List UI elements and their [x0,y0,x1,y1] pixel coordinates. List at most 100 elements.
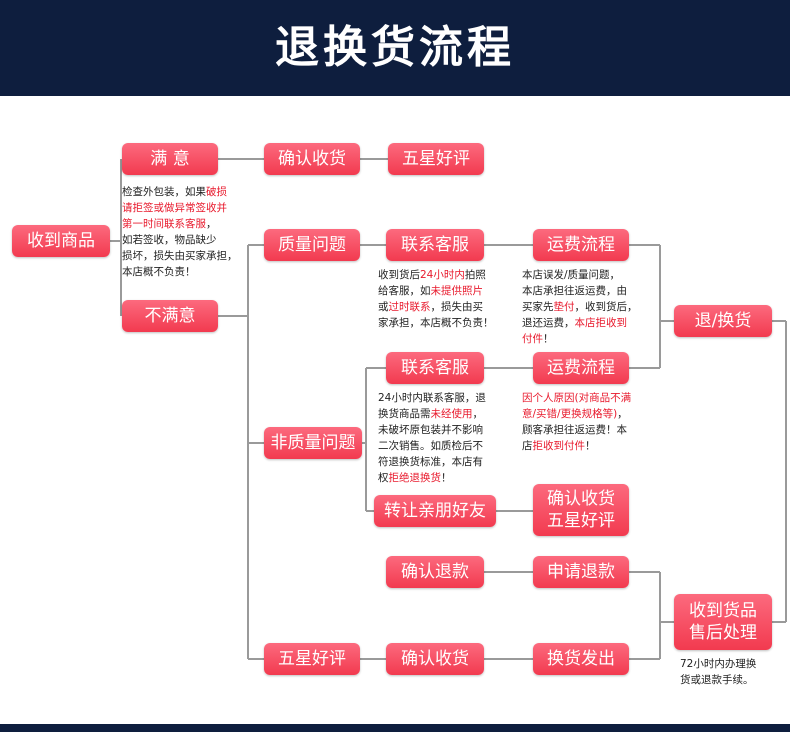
note-line: 24小时内联系客服，退 [378,390,486,406]
note-text: 顾客承担往返运费！本 [522,424,627,436]
node-exchange-ship: 换货发出 [533,643,629,675]
note-text: 退还运费， [522,317,575,329]
note-line: 权拒绝退换货！ [378,470,486,486]
note-text: 72小时内办理换 [680,658,757,670]
note-line: 换货商品需未经使用， [378,406,486,422]
note-line: 本店概不负责！ [122,264,238,280]
note-text: 本店概不负责！ [122,266,196,278]
note-quality-shipping: 本店误发/质量问题，本店承担往返运费，由买家先垫付，收到货后，退还运费，本店拒收… [522,267,638,347]
note-line: 付件！ [522,331,638,347]
note-highlight: 拒收到付件 [532,440,586,452]
note-text: 店 [522,440,533,452]
note-line: 如若签收，物品缺少 [122,232,238,248]
node-confirm-refund: 确认退款 [386,556,484,588]
note-text: 货或退款手续。 [680,674,754,686]
note-text: 买家先 [522,301,554,313]
note-line: 二次销售。如质检后不 [378,438,486,454]
note-line: 因个人原因(对商品不满 [522,390,631,406]
note-text: 家承担，本店概不负责！ [378,317,494,329]
note-text: ， [206,218,217,230]
note-line: 店拒收到付件！ [522,438,631,454]
node-non-quality-issue: 非质量问题 [264,427,362,459]
note-line: 第一时间联系客服， [122,216,238,232]
note-text: 换货商品需 [378,408,431,420]
node-contact-service-2: 联系客服 [386,352,484,384]
note-highlight: 第一时间联系客服 [122,218,206,230]
note-highlight: 未经使用 [430,408,473,420]
note-text: 权 [378,472,389,484]
note-line: 72小时内办理换 [680,656,756,672]
note-inspect: 检查外包装，如果破损请拒签或做异常签收并第一时间联系客服，如若签收，物品缺少损坏… [122,184,238,280]
node-received: 收到商品 [12,225,110,257]
note-highlight: 付件 [522,333,543,345]
note-line: 损坏，损失由买家承担， [122,248,238,264]
note-line: 退还运费，本店拒收到 [522,315,638,331]
note-quality-contact: 收到货后24小时内拍照给客服，如未提供照片或过时联系，损失由买家承担，本店概不负… [378,267,494,331]
note-highlight: 请拒签或做异常签收并 [122,202,227,214]
node-five-star-top: 五星好评 [388,143,484,175]
note-text: ！ [543,333,554,345]
node-satisfied: 满 意 [122,143,218,175]
note-highlight: 本店拒收到 [574,317,628,329]
node-not-satisfied: 不满意 [122,300,218,332]
note-text: ！ [585,440,596,452]
page-title: 退换货流程 [275,22,515,73]
note-line: 买家先垫付，收到货后， [522,299,638,315]
note-line: 意/买错/更换规格等)， [522,406,631,422]
note-line: 未破坏原包装并不影响 [378,422,486,438]
note-line: 本店误发/质量问题， [522,267,638,283]
note-text: ，收到货后， [574,301,638,313]
node-shipping-flow-1: 运费流程 [533,229,629,261]
note-line: 或过时联系，损失由买 [378,299,494,315]
node-return-exchange: 退/换货 [674,305,772,337]
note-text: 收到货后 [378,269,420,281]
note-text: 损坏，损失由买家承担， [122,250,238,262]
note-text: 本店承担往返运费，由 [522,285,627,297]
note-highlight: 破损 [206,186,227,198]
note-text: 24小时内联系客服，退 [378,392,486,404]
node-confirm-receipt-top: 确认收货 [264,143,360,175]
node-confirm-receipt-bottom: 确认收货 [386,643,484,675]
note-text: 拍照 [464,269,486,281]
note-text: 未破坏原包装并不影响 [378,424,483,436]
node-apply-refund: 申请退款 [533,556,629,588]
node-contact-service-1: 联系客服 [386,229,484,261]
note-text: 如若签收，物品缺少 [122,234,217,246]
node-transfer-friends: 转让亲朋好友 [374,495,496,527]
note-after-sale: 72小时内办理换货或退款手续。 [680,656,756,688]
note-text: ！ [441,472,452,484]
note-text: ， [472,408,484,420]
node-shipping-flow-2: 运费流程 [533,352,629,384]
note-highlight: 意/买错/更换规格等) [522,408,618,420]
note-text: 给客服，如 [378,285,431,297]
note-highlight: 因个人原因(对商品不满 [522,392,632,404]
note-text: 或 [378,301,389,313]
header-banner: 退换货流程 [0,0,790,96]
note-line: 家承担，本店概不负责！ [378,315,494,331]
note-line: 请拒签或做异常签收并 [122,200,238,216]
note-highlight: 过时联系 [388,301,431,313]
note-line: 货或退款手续。 [680,672,756,688]
note-line: 收到货后24小时内拍照 [378,267,494,283]
note-highlight: 未提供照片 [430,285,484,297]
note-text: 本店误发/质量问题， [522,269,621,281]
note-highlight: 拒绝退换货 [388,472,442,484]
note-line: 给客服，如未提供照片 [378,283,494,299]
note-highlight: 24小时内 [420,269,465,281]
note-line: 顾客承担往返运费！本 [522,422,631,438]
note-text: 检查外包装，如果 [122,186,206,198]
note-line: 检查外包装，如果破损 [122,184,238,200]
note-line: 本店承担往返运费，由 [522,283,638,299]
note-highlight: 垫付 [553,301,575,313]
note-line: 符退换货标准，本店有 [378,454,486,470]
note-nonquality-shipping: 因个人原因(对商品不满意/买错/更换规格等)，顾客承担往返运费！本店拒收到付件！ [522,390,631,454]
node-after-sale: 收到货品 售后处理 [674,594,772,650]
node-confirm-five-star: 确认收货 五星好评 [533,484,629,536]
footer-bar [0,724,790,732]
node-five-star-bottom: 五星好评 [264,643,360,675]
note-text: 二次销售。如质检后不 [378,440,483,452]
note-text: ， [617,408,628,420]
node-quality-issue: 质量问题 [264,229,360,261]
note-text: ，损失由买 [430,301,484,313]
